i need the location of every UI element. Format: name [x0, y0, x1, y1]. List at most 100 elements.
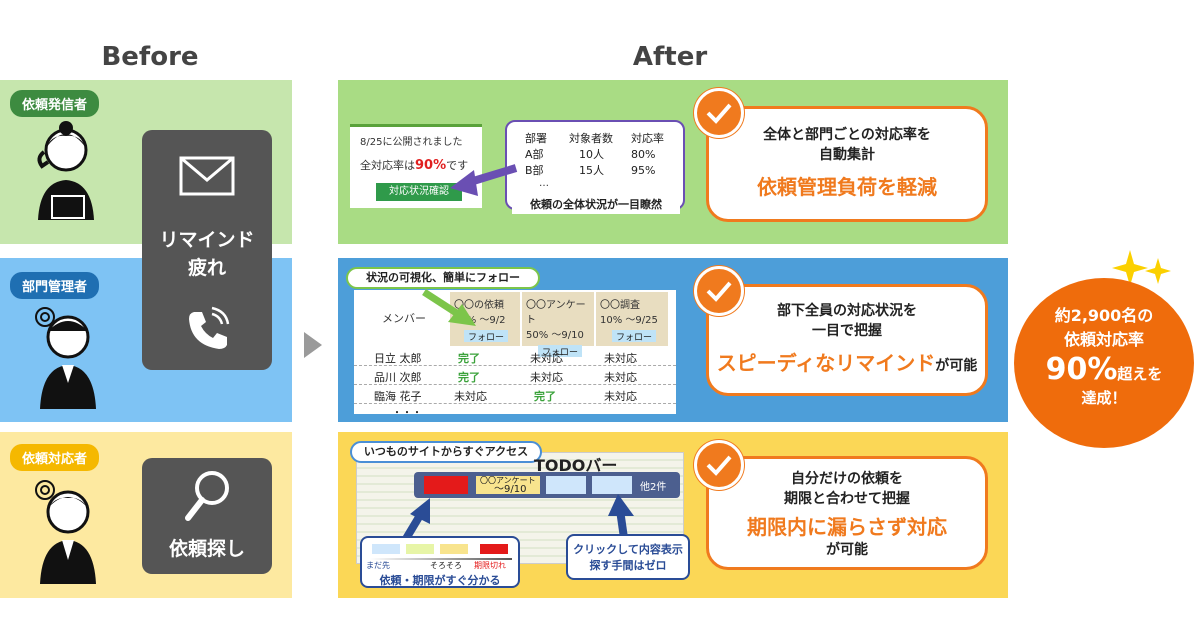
status-cell: 未対応 — [454, 390, 487, 403]
row3-callout: いつものサイトからすぐアクセス — [350, 441, 542, 463]
todo-item-title: 〇〇アンケート — [480, 476, 536, 485]
row2-card-suffix: が可能 — [935, 358, 978, 374]
legend-label: まだ先 — [366, 561, 390, 570]
remind-label-line1: リマインド — [159, 229, 255, 251]
sparkle-icon — [1112, 250, 1171, 286]
table-row: 臨海 花子 未対応 完了 未対応 — [354, 388, 676, 404]
row3-benefit-card: 自分だけの依頼を 期限と合わせて把握 期限内に漏らさず対応 が可能 — [706, 456, 988, 570]
todo-item[interactable]: 〇〇アンケート ～9/10 — [476, 476, 540, 495]
task-col: 〇〇アンケート 50% ～9/10 フォロー — [522, 292, 594, 358]
member-name: 日立 太郎 — [374, 352, 422, 365]
row3-card-suffix: が可能 — [826, 542, 868, 558]
status-cell: 完了 — [534, 390, 556, 403]
status-cell: 未対応 — [530, 352, 563, 365]
legend-panel: まだ先 そろそろ 期限切れ 依頼・期限がすぐ分かる — [360, 536, 520, 588]
member-more: ・・・ — [392, 408, 422, 419]
stats-cell: 80% — [631, 147, 656, 161]
follow-button[interactable]: フォロー — [612, 330, 656, 343]
todo-item[interactable] — [592, 476, 632, 494]
status-cell: 完了 — [458, 352, 480, 365]
check-icon — [694, 440, 744, 490]
status-cell: 未対応 — [530, 371, 563, 384]
task-col-sub: 10% ～9/25 — [600, 315, 658, 326]
member-status-panel: メンバー 〇〇の依頼 90% ～9/2 フォロー 〇〇アンケート 50% ～9/… — [354, 290, 676, 419]
stats-cell: 10人 — [579, 148, 604, 161]
click-line1: クリックして内容表示 — [573, 543, 683, 556]
badge-line2: 依頼対応率 — [1063, 330, 1144, 349]
todo-item-overdue[interactable] — [424, 476, 468, 494]
after-heading: After — [632, 42, 708, 72]
check-icon — [694, 88, 744, 138]
table-row: 品川 次郎 完了 未対応 未対応 — [354, 369, 676, 385]
todo-bar[interactable]: 〇〇アンケート ～9/10 他2件 — [414, 472, 680, 498]
row3-card-line2: 期限と合わせて把握 — [784, 491, 910, 507]
badge-line1: 約2,900名の — [1054, 306, 1154, 325]
legend-swatch — [406, 544, 434, 554]
task-col-title: 〇〇調査 — [600, 300, 640, 311]
requester-person-icon — [37, 121, 94, 220]
todo-item[interactable] — [546, 476, 586, 494]
callout-arrow-icon — [422, 289, 476, 326]
magnifier-icon — [185, 471, 229, 521]
badge-line4: 達成！ — [1081, 389, 1127, 407]
task-col-sub: 90% ～9/2 — [454, 315, 506, 326]
row2-card-line1: 部下全員の対応状況を — [777, 303, 917, 319]
row2-card-line2: 一目で把握 — [812, 323, 882, 339]
before-after-arrow-icon — [304, 332, 322, 358]
legend-swatch — [372, 544, 400, 554]
stats-caption: 依頼の全体状況が一目瞭然 — [512, 196, 680, 214]
notice-rate: 90% — [415, 158, 447, 173]
stats-panel: 部署 対象者数 対応率 A部 10人 80% B部 15人 95% … — [505, 120, 685, 210]
check-icon — [694, 266, 744, 316]
stats-table: 部署 対象者数 対応率 A部 10人 80% B部 15人 95% — [525, 130, 664, 178]
stats-more: … — [539, 178, 549, 189]
legend-gradient — [370, 558, 512, 560]
search-box: 依頼探し — [142, 458, 272, 574]
legend-swatch — [480, 544, 508, 554]
table-row: 日立 太郎 完了 未対応 未対応 — [354, 350, 676, 366]
row2-benefit-card: 部下全員の対応状況を 一目で把握 スピーディなリマインドが可能 — [706, 284, 988, 396]
badge-big: 90% — [1045, 352, 1118, 387]
todo-item-sub: ～9/10 — [494, 484, 527, 495]
mail-icon — [179, 156, 235, 196]
stats-header: 部署 — [525, 132, 547, 145]
click-line2: 探す手間はゼロ — [589, 559, 667, 572]
status-cell: 未対応 — [604, 352, 637, 365]
notice-line1: 8/25に公開されました — [360, 137, 463, 148]
follow-button[interactable]: フォロー — [464, 330, 508, 343]
pointer-arrow-icon — [450, 164, 518, 196]
status-cell: 完了 — [458, 371, 480, 384]
role-tag-responder: 依頼対応者 — [10, 444, 100, 471]
row2-callout: 状況の可視化、簡単にフォロー — [346, 267, 540, 289]
stats-cell: 95% — [631, 163, 656, 177]
stats-header: 対象者数 — [569, 132, 613, 145]
publish-notice-panel: 8/25に公開されました 全対応率は90%です 対応状況確認 — [350, 124, 482, 208]
before-heading: Before — [101, 42, 199, 72]
legend-swatch — [440, 544, 468, 554]
remind-label-line2: 疲れ — [187, 257, 226, 279]
row1-card-highlight: 依頼管理負荷を軽減 — [757, 175, 937, 199]
todo-more[interactable]: 他2件 — [640, 482, 667, 493]
row3-card-highlight: 期限内に漏らさず対応 — [747, 515, 947, 539]
stats-header: 対応率 — [631, 132, 664, 145]
follow-button[interactable]: フォロー — [538, 345, 582, 358]
notice-rate-prefix: 全対応率は — [360, 159, 415, 172]
responder-person-icon — [35, 480, 96, 584]
legend-label: そろそろ — [430, 561, 462, 570]
stats-cell: B部 — [525, 164, 544, 177]
notice-rate-suffix: です — [446, 159, 469, 172]
task-col-title: 〇〇アンケート — [526, 300, 586, 326]
up-arrow-icon — [608, 494, 634, 539]
row3-card-line1: 自分だけの依頼を — [791, 471, 903, 487]
status-check-button[interactable]: 対応状況確認 — [376, 183, 462, 201]
badge-suffix: 超えを — [1117, 365, 1163, 383]
role-tag-requester: 依頼発信者 — [10, 90, 100, 117]
todo-bar-label: TODOバー — [534, 456, 618, 475]
legend-caption: 依頼・期限がすぐ分かる — [379, 574, 501, 587]
search-label: 依頼探し — [168, 538, 245, 560]
row2-card-highlight: スピーディなリマインド — [716, 351, 936, 375]
status-cell: 未対応 — [604, 371, 637, 384]
click-info-panel: クリックして内容表示 探す手間はゼロ — [566, 534, 690, 580]
task-col-sub: 50% ～9/10 — [526, 330, 584, 341]
stats-cell: 15人 — [579, 164, 604, 177]
